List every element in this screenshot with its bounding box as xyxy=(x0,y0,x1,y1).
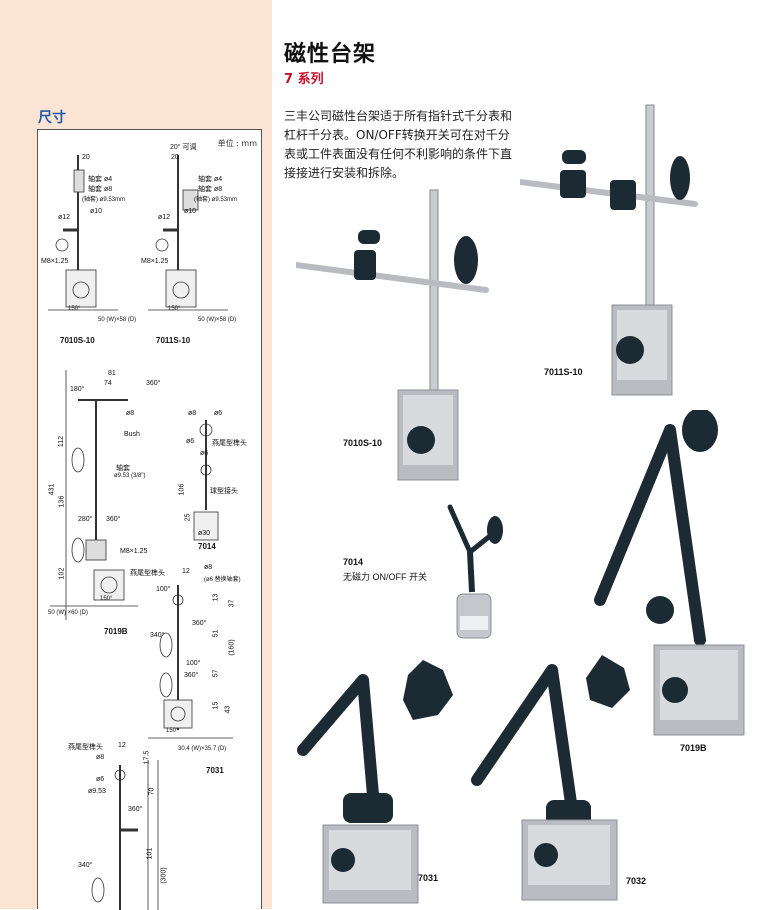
dim-text: 340° xyxy=(78,862,93,869)
product-photo-7014 xyxy=(447,504,503,639)
dim-text: 12 xyxy=(182,568,190,575)
dim-text: 50 (W)×58 (D) xyxy=(98,317,137,323)
dim-text: 13 xyxy=(212,593,220,602)
dim-text: ø8 xyxy=(204,564,213,571)
dimension-drawing-svg xyxy=(48,155,233,910)
dim-text: 球型接头 xyxy=(210,488,238,495)
dim-text: 轴套 ø8 xyxy=(198,186,223,193)
dim-text: 轴套 xyxy=(116,465,130,472)
dim-text: 106 xyxy=(178,483,186,496)
dim-text: ø6 xyxy=(96,776,105,783)
product-photo-7019 xyxy=(594,410,745,736)
dim-text: 360° xyxy=(184,672,199,679)
dim-text: ø6 xyxy=(186,438,195,445)
dim-text: ø8 xyxy=(188,410,197,417)
dim-text: ø6 xyxy=(214,410,223,417)
dim-text: 燕尾型榫头 xyxy=(212,440,247,447)
dim-text: 136 xyxy=(58,495,66,508)
product-note-7014: 无磁力 ON/OFF 开关 xyxy=(343,572,427,582)
dim-text: 轴套 ø4 xyxy=(198,176,223,183)
dim-text: ø12 xyxy=(158,214,171,221)
dim-text: 57 xyxy=(212,669,220,678)
page-title: 磁性台架 xyxy=(284,42,377,67)
dim-text: Bush xyxy=(124,431,140,438)
dim-text: 360° xyxy=(106,516,121,523)
unit-label: 单位 : mm xyxy=(217,139,257,148)
dim-text: 20 xyxy=(171,154,179,161)
dim-text: 17.5 xyxy=(143,750,151,765)
model-label-7010: 7010S-10 xyxy=(60,336,95,345)
dim-text: 燕尾型榫头 xyxy=(130,570,165,577)
model-label-7011: 7011S-10 xyxy=(156,336,191,345)
product-label-7031: 7031 xyxy=(418,873,439,883)
dim-text: 81 xyxy=(108,370,116,377)
series-label: 7 系列 xyxy=(284,72,324,87)
product-label-7032: 7032 xyxy=(626,876,647,886)
dim-text: 112 xyxy=(58,435,66,448)
description-text: 三丰公司磁性台架适于所有指针式千分表和杠杆千分表。ON/OFF转换开关可在对千分… xyxy=(284,109,513,180)
product-label-7010: 7010S-10 xyxy=(343,438,383,448)
dim-text: 20 xyxy=(82,154,90,161)
dim-text: ø10 xyxy=(184,208,197,215)
dim-text: 74 xyxy=(104,380,112,387)
dim-text: (ø6 替换轴套) xyxy=(204,577,241,583)
dim-text: ø8 xyxy=(126,410,135,417)
dim-text: 431 xyxy=(48,483,56,496)
dimension-drawings: 单位 : mm xyxy=(37,129,262,910)
dim-text: ø12 xyxy=(58,214,71,221)
dim-text: ø9.53 xyxy=(88,788,106,795)
dim-text: 50 (W) ×60 (D) xyxy=(48,610,88,616)
product-label-7019: 7019B xyxy=(680,743,707,753)
product-photo-7010 xyxy=(296,189,489,481)
dim-text: 180° xyxy=(70,386,85,393)
dim-text: ø6 xyxy=(200,450,209,457)
dim-text: M8×1.25 xyxy=(141,258,169,265)
dim-text: (轴套) ø9.53mm xyxy=(194,197,238,203)
dim-text: 43 xyxy=(224,705,232,714)
dim-text: M8×1.25 xyxy=(41,258,69,265)
dim-text: 37 xyxy=(228,599,236,608)
dim-text: 20° 可调 xyxy=(170,144,197,151)
dim-text: 102 xyxy=(58,567,66,580)
dim-text: 100° xyxy=(156,586,171,593)
product-photo-7032 xyxy=(471,655,630,901)
dim-text: 360° xyxy=(128,806,143,813)
dim-text: 12 xyxy=(118,742,126,749)
dim-text: (300) xyxy=(160,867,168,884)
dim-text: ø8 xyxy=(96,754,105,761)
dim-text: 70 xyxy=(148,787,156,796)
dim-text: ø30 xyxy=(198,530,211,537)
model-label-7014: 7014 xyxy=(198,542,216,551)
product-photo-7031 xyxy=(297,660,453,904)
dim-text: 150° xyxy=(168,306,181,312)
dim-text: 51 xyxy=(212,629,220,638)
dim-text: ø9.53 (3/8") xyxy=(114,473,146,479)
dim-text: 100° xyxy=(186,660,201,667)
dimensions-title: 尺寸 xyxy=(38,110,66,126)
dim-text: 25 xyxy=(184,513,192,522)
dim-text: 101 xyxy=(146,847,154,860)
product-photo-7011 xyxy=(520,104,698,396)
product-label-7011: 7011S-10 xyxy=(544,367,583,377)
dim-text: 燕尾型榫头 xyxy=(68,744,103,751)
dim-text: 轴套 ø8 xyxy=(88,186,113,193)
dim-text: 360° xyxy=(192,620,207,627)
dim-text: 30.4 (W)×35.7 (D) xyxy=(178,746,227,752)
model-label-7031: 7031 xyxy=(206,766,224,775)
dim-text: (160) xyxy=(228,639,236,656)
dim-text: 280° xyxy=(78,516,93,523)
dim-text: 15 xyxy=(212,701,220,710)
dim-text: (轴套) ø9.53mm xyxy=(82,197,126,203)
dim-text: 150° xyxy=(100,596,113,602)
product-label-7014: 7014 xyxy=(343,557,364,567)
dim-text: 360° xyxy=(146,380,161,387)
dim-text: 50 (W)×58 (D) xyxy=(198,317,237,323)
dim-text: 轴套 ø4 xyxy=(88,176,113,183)
dim-text: M8×1.25 xyxy=(120,548,148,555)
dim-text: 340° xyxy=(150,632,165,639)
dim-text: 150° xyxy=(68,306,81,312)
model-label-7019: 7019B xyxy=(104,627,128,636)
dim-text: 150° xyxy=(166,728,179,734)
dim-text: ø10 xyxy=(90,208,103,215)
